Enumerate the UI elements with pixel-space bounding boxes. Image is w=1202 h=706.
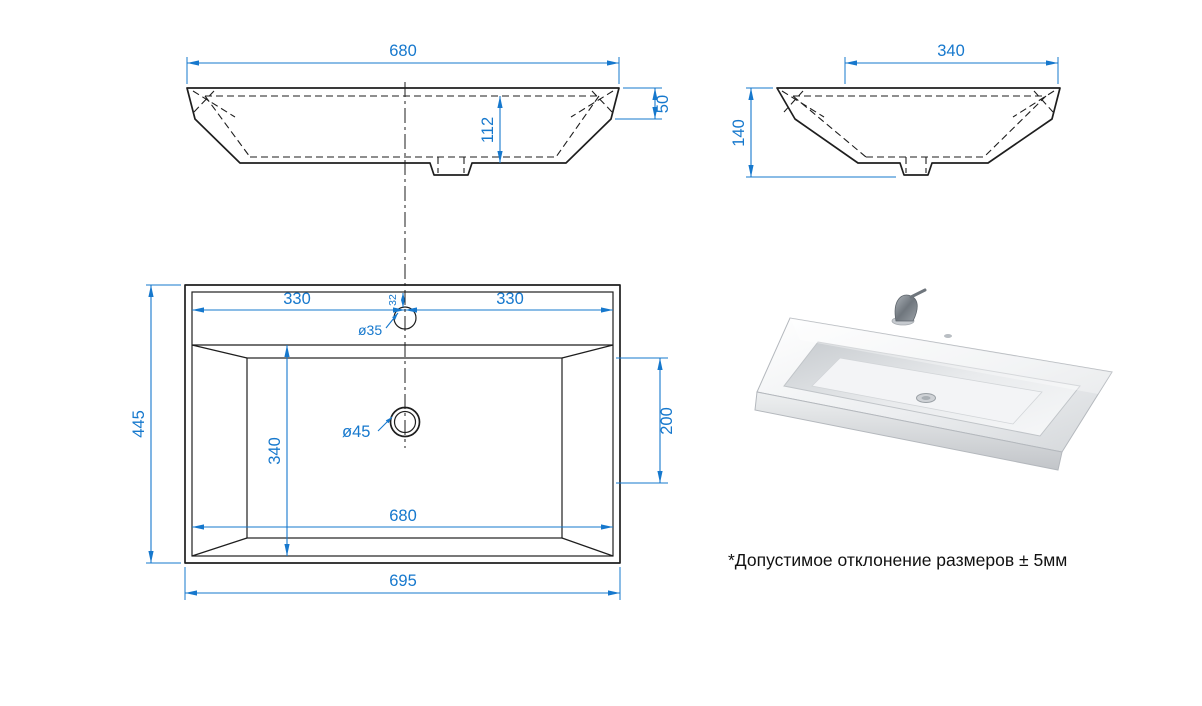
side-hidden-contour (792, 95, 1047, 173)
dim-front-top-width: 680 (389, 42, 417, 60)
plan-bowl-bottom-rect (246, 357, 563, 539)
dim-plan-center-to-left: 330 (283, 290, 311, 308)
dim-plan-center-to-right: 330 (496, 290, 524, 308)
faucet-leader-line (385, 312, 399, 329)
front-corner-bevels (192, 90, 614, 118)
faucet-3d-body (894, 294, 918, 322)
front-hidden-contour (204, 95, 600, 173)
plan-outer-rect (184, 284, 621, 564)
dim-front-rim-height: 50 (654, 95, 672, 113)
dim-plan-bowl-width: 680 (389, 507, 417, 525)
drain-leader-line (377, 416, 393, 432)
sink-3d-front-face (754, 391, 1063, 471)
side-section-view: 340 140 (730, 42, 1061, 178)
front-section-view: 680 112 50 (186, 42, 672, 176)
dim-plan-faucet-hole: ø35 (358, 322, 382, 338)
faucet-3d-lever (909, 288, 927, 299)
dim-plan-overall-width: 695 (389, 572, 417, 590)
dim-side-top-depth: 340 (937, 42, 965, 60)
dim-plan-bowl-depth: 340 (266, 437, 284, 465)
sink-3d-extra-hole (944, 334, 952, 338)
dim-side-height: 140 (730, 119, 748, 147)
side-outline (776, 87, 1061, 176)
dim-front-bowl-depth: 112 (479, 117, 497, 143)
dim-plan-drain-hole: ø45 (342, 423, 370, 441)
dim-plan-overall-depth: 445 (130, 410, 148, 438)
front-outline (186, 87, 620, 176)
plan-view: 330 330 32 ø35 ø45 340 200 680 695 445 (130, 284, 676, 600)
plan-rim-rect (191, 291, 614, 557)
plan-bowl-corner-slants (191, 344, 614, 557)
tolerance-note: *Допустимое отклонение размеров ± 5мм (728, 550, 1067, 570)
dim-plan-faucet-offset: 32 (387, 294, 399, 306)
sink-3d-highlight (790, 318, 1112, 394)
sink-3d-render (754, 288, 1113, 471)
side-corner-bevels (781, 90, 1055, 118)
dim-plan-drain-to-front: 200 (658, 407, 676, 435)
sink-3d-drain-center (921, 396, 931, 400)
sink-3d-bowl-bottom (811, 357, 1043, 425)
